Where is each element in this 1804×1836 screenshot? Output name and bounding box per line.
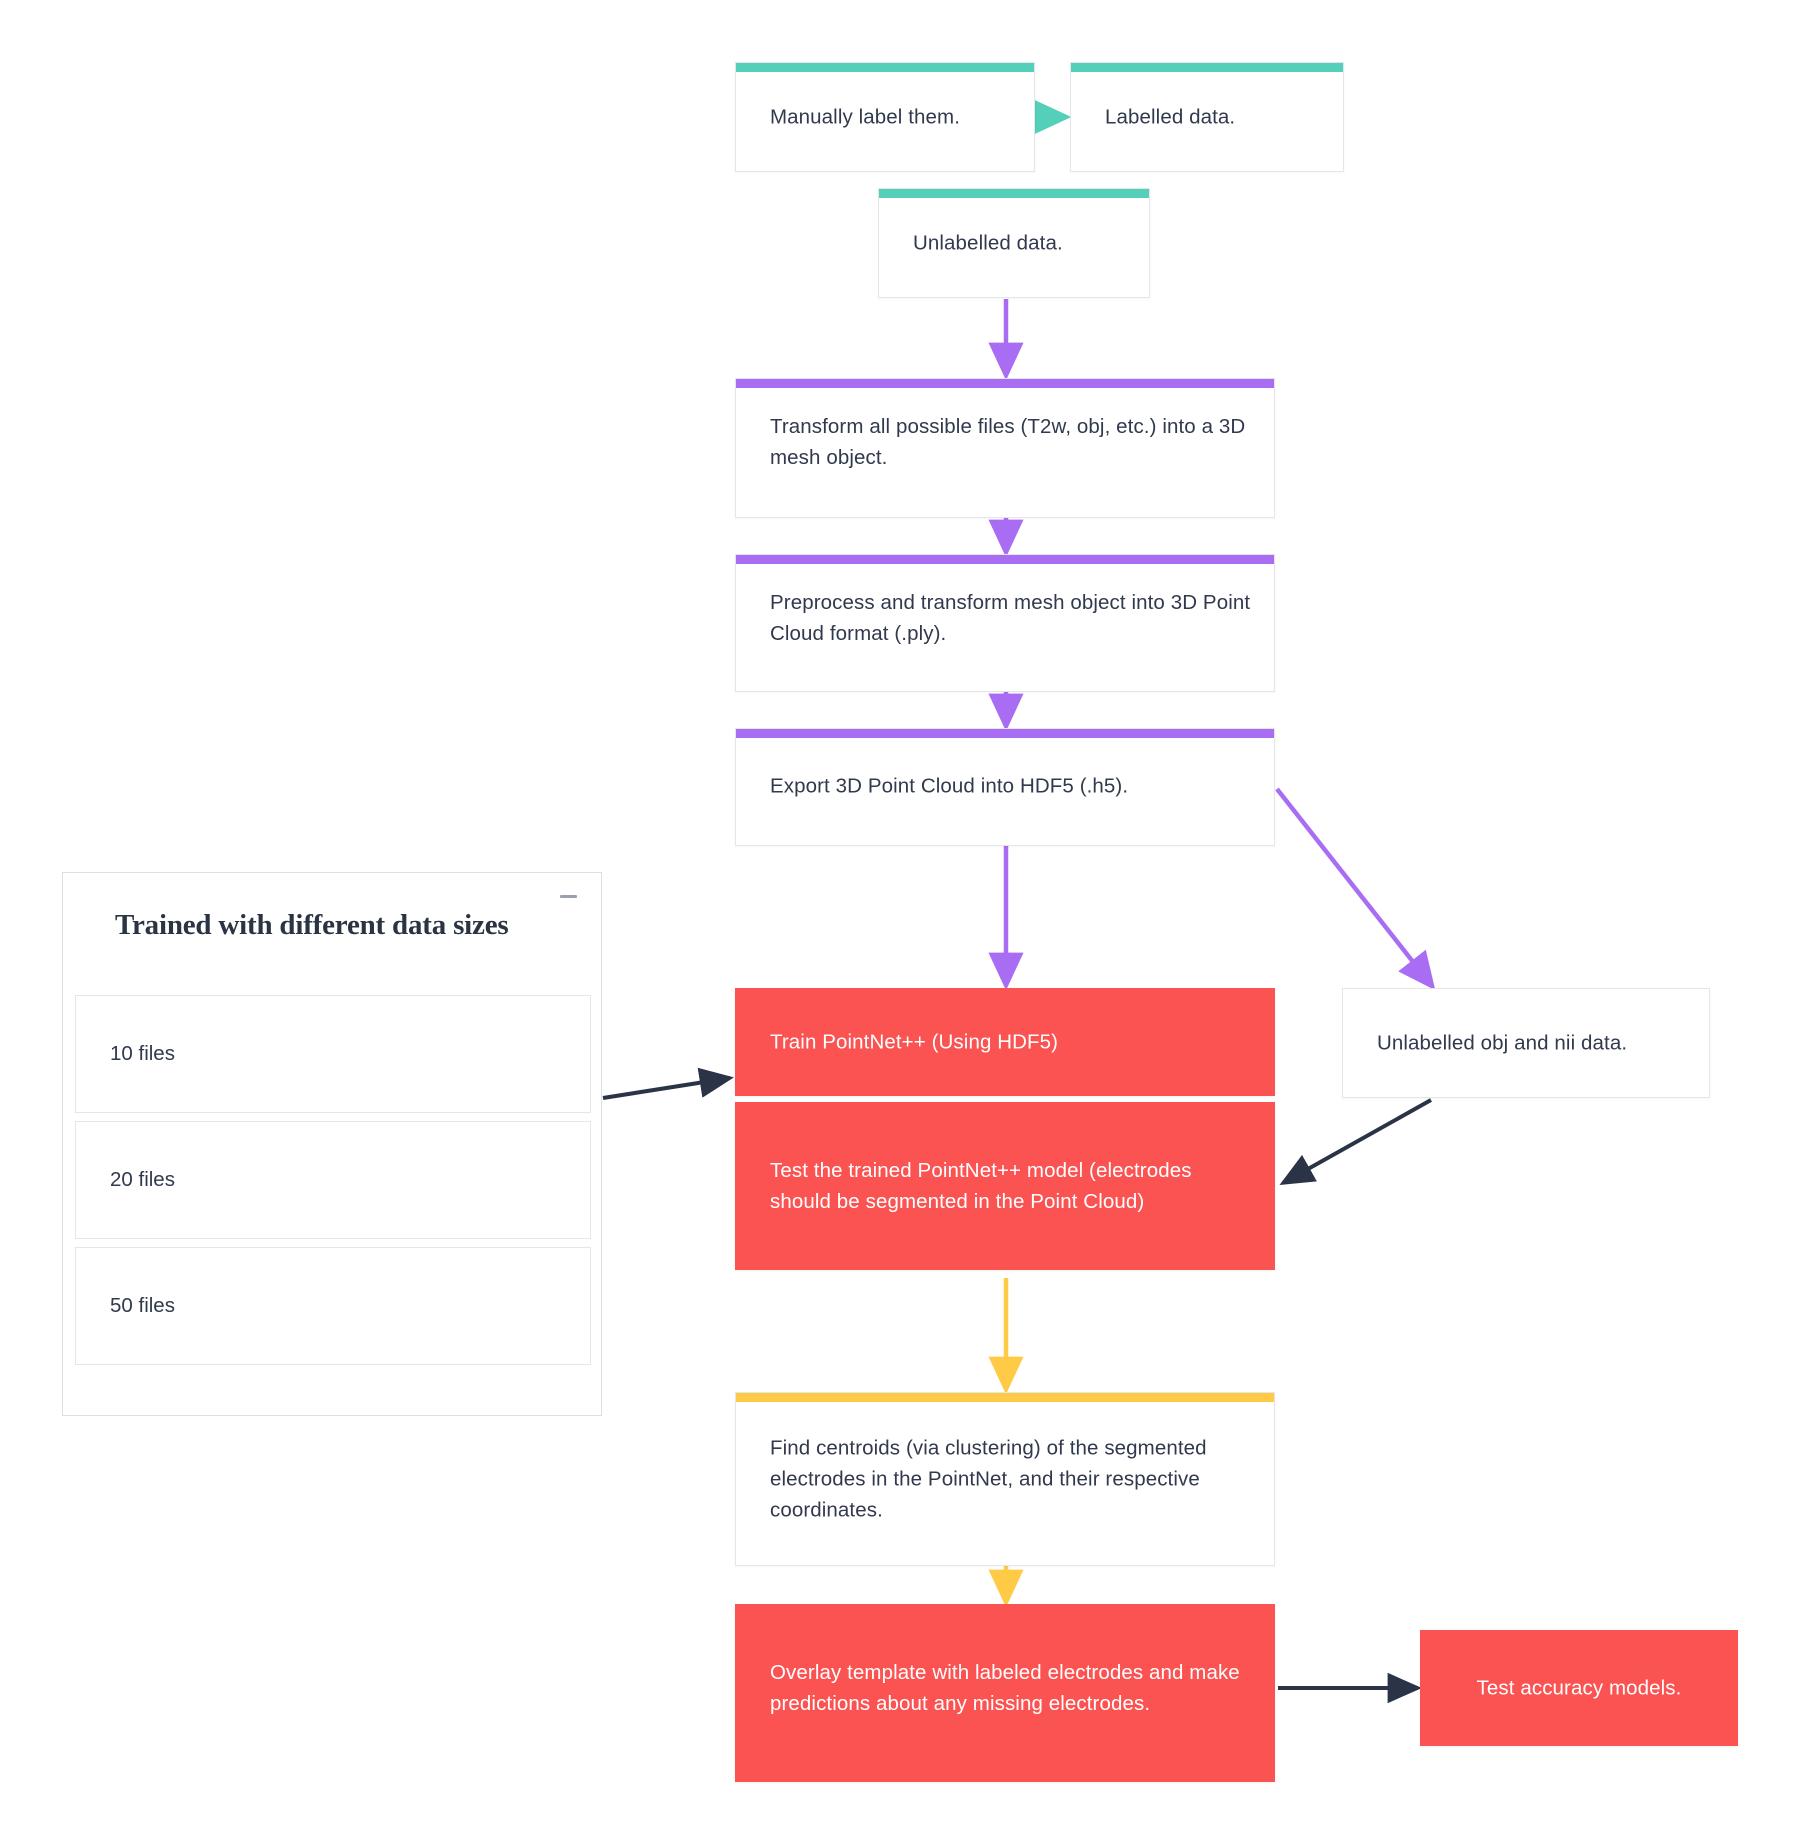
node-accent-bar [736, 555, 1274, 564]
node-label: Export 3D Point Cloud into HDF5 (.h5). [770, 774, 1129, 798]
node-label: Test the trained PointNet++ model (elect… [770, 1159, 1192, 1213]
node-train-pointnet[interactable]: Train PointNet++ (Using HDF5) [735, 988, 1275, 1096]
panel-item-50-files[interactable]: 50 files [75, 1247, 591, 1365]
node-accent-bar [736, 63, 1034, 72]
node-label: Unlabelled obj and nii data. [1377, 1031, 1628, 1055]
panel-title: Trained with different data sizes [115, 909, 509, 941]
minimize-icon[interactable] [560, 895, 577, 898]
node-label: Manually label them. [770, 105, 961, 129]
node-label: Labelled data. [1105, 105, 1236, 129]
node-find-centroids[interactable]: Find centroids (via clustering) of the s… [735, 1392, 1275, 1566]
node-label: Overlay template with labeled electrodes… [770, 1660, 1240, 1715]
node-label: Transform all possible files (T2w, obj, … [770, 415, 1246, 470]
node-accent-bar [1071, 63, 1343, 72]
node-label: Train PointNet++ (Using HDF5) [770, 1030, 1059, 1054]
edge-datasizes-to-train [602, 1067, 734, 1100]
panel-item-20-files[interactable]: 20 files [75, 1121, 591, 1239]
node-transform-mesh[interactable]: Transform all possible files (T2w, obj, … [735, 378, 1275, 518]
node-test-pointnet[interactable]: Test the trained PointNet++ model (elect… [735, 1102, 1275, 1270]
node-label: Test accuracy models. [1476, 1676, 1682, 1700]
node-unlabelled-data[interactable]: Unlabelled data. [878, 188, 1150, 298]
trained-data-sizes-panel: Trained with different data sizes 10 fil… [62, 872, 602, 1416]
node-accent-bar [736, 379, 1274, 388]
node-preprocess-ply[interactable]: Preprocess and transform mesh object int… [735, 554, 1275, 692]
panel-item-label: 10 files [110, 1042, 175, 1065]
node-manually-label[interactable]: Manually label them. [735, 62, 1035, 172]
panel-item-label: 50 files [110, 1294, 175, 1317]
panel-item-label: 20 files [110, 1168, 175, 1191]
node-accent-bar [736, 729, 1274, 738]
node-overlay-template[interactable]: Overlay template with labeled electrodes… [735, 1604, 1275, 1782]
node-export-hdf5[interactable]: Export 3D Point Cloud into HDF5 (.h5). [735, 728, 1275, 846]
panel-item-10-files[interactable]: 10 files [75, 995, 591, 1113]
node-label: Find centroids (via clustering) of the s… [770, 1436, 1207, 1522]
node-accent-bar [736, 1393, 1274, 1402]
node-accent-bar [879, 189, 1149, 198]
node-unlabelled-obj-nii[interactable]: Unlabelled obj and nii data. [1342, 988, 1710, 1098]
node-label: Unlabelled data. [913, 231, 1063, 255]
node-label: Preprocess and transform mesh object int… [770, 590, 1251, 645]
node-test-accuracy[interactable]: Test accuracy models. [1420, 1630, 1738, 1746]
edge-export-to-unlabelled-obj [1275, 787, 1436, 991]
edge-unlabelled-obj-to-test [1279, 1098, 1432, 1185]
node-labelled-data[interactable]: Labelled data. [1070, 62, 1344, 172]
